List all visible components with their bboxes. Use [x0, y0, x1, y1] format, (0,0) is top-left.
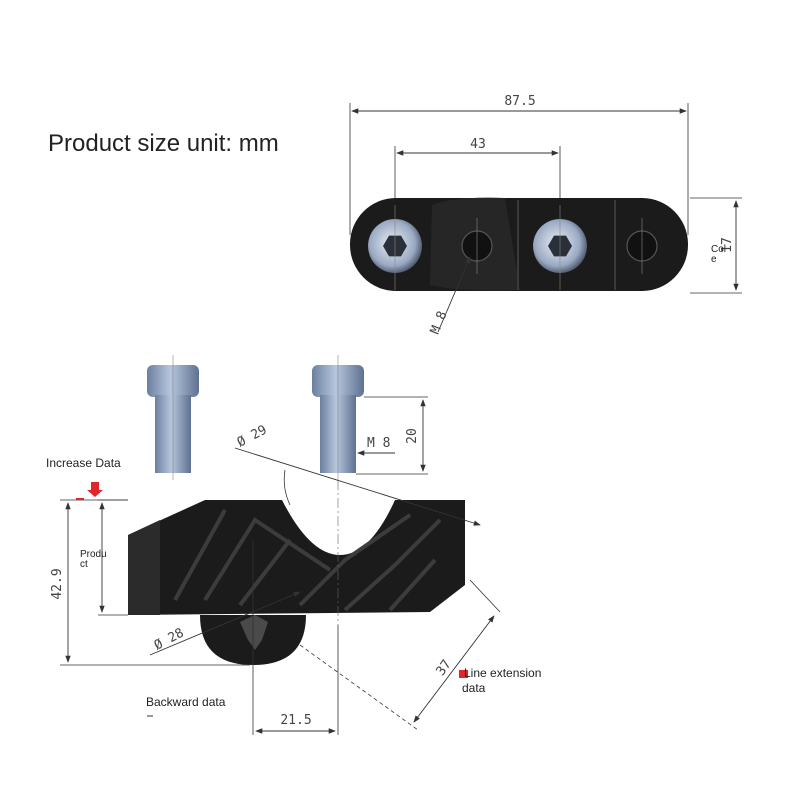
line-extension-label-2: data	[462, 681, 486, 695]
dim-hole-spacing: 43	[470, 137, 486, 152]
bolt-thread: M 8	[367, 436, 390, 451]
line-extension-label-1: Line extension	[464, 666, 541, 680]
clamp-diameter: Ø 29	[235, 423, 270, 451]
top-view: 87.5 43 17 Col e	[349, 94, 742, 336]
bolt-right	[312, 355, 364, 480]
annotations: Increase Data Produ ct Backward data Lin…	[46, 456, 541, 717]
bolt-length: 20	[405, 428, 420, 444]
side-label-1: Col	[711, 244, 726, 255]
dim-overall-length: 87.5	[504, 94, 535, 109]
increase-arrow-icon	[87, 482, 103, 497]
base-offset: 21.5	[280, 713, 311, 728]
offset-length: 37	[433, 657, 454, 678]
bolt-left	[147, 355, 199, 480]
product-label-2: ct	[80, 559, 88, 570]
dim-height: 17	[720, 237, 735, 253]
side-label-2: e	[711, 254, 717, 265]
product-label-1: Produ	[80, 549, 107, 560]
backward-data-label: Backward data	[146, 695, 226, 709]
total-height: 42.9	[50, 568, 65, 599]
line-extension-marker-icon	[459, 670, 468, 678]
front-body	[128, 500, 465, 615]
page-title: Product size unit: mm	[48, 130, 279, 157]
front-view: 20 M 8 Ø 29 Ø 28 42.9	[50, 355, 501, 735]
base-diameter: Ø 28	[152, 626, 187, 654]
increase-data-label: Increase Data	[46, 456, 121, 470]
top-thread-label: M 8	[428, 309, 451, 336]
